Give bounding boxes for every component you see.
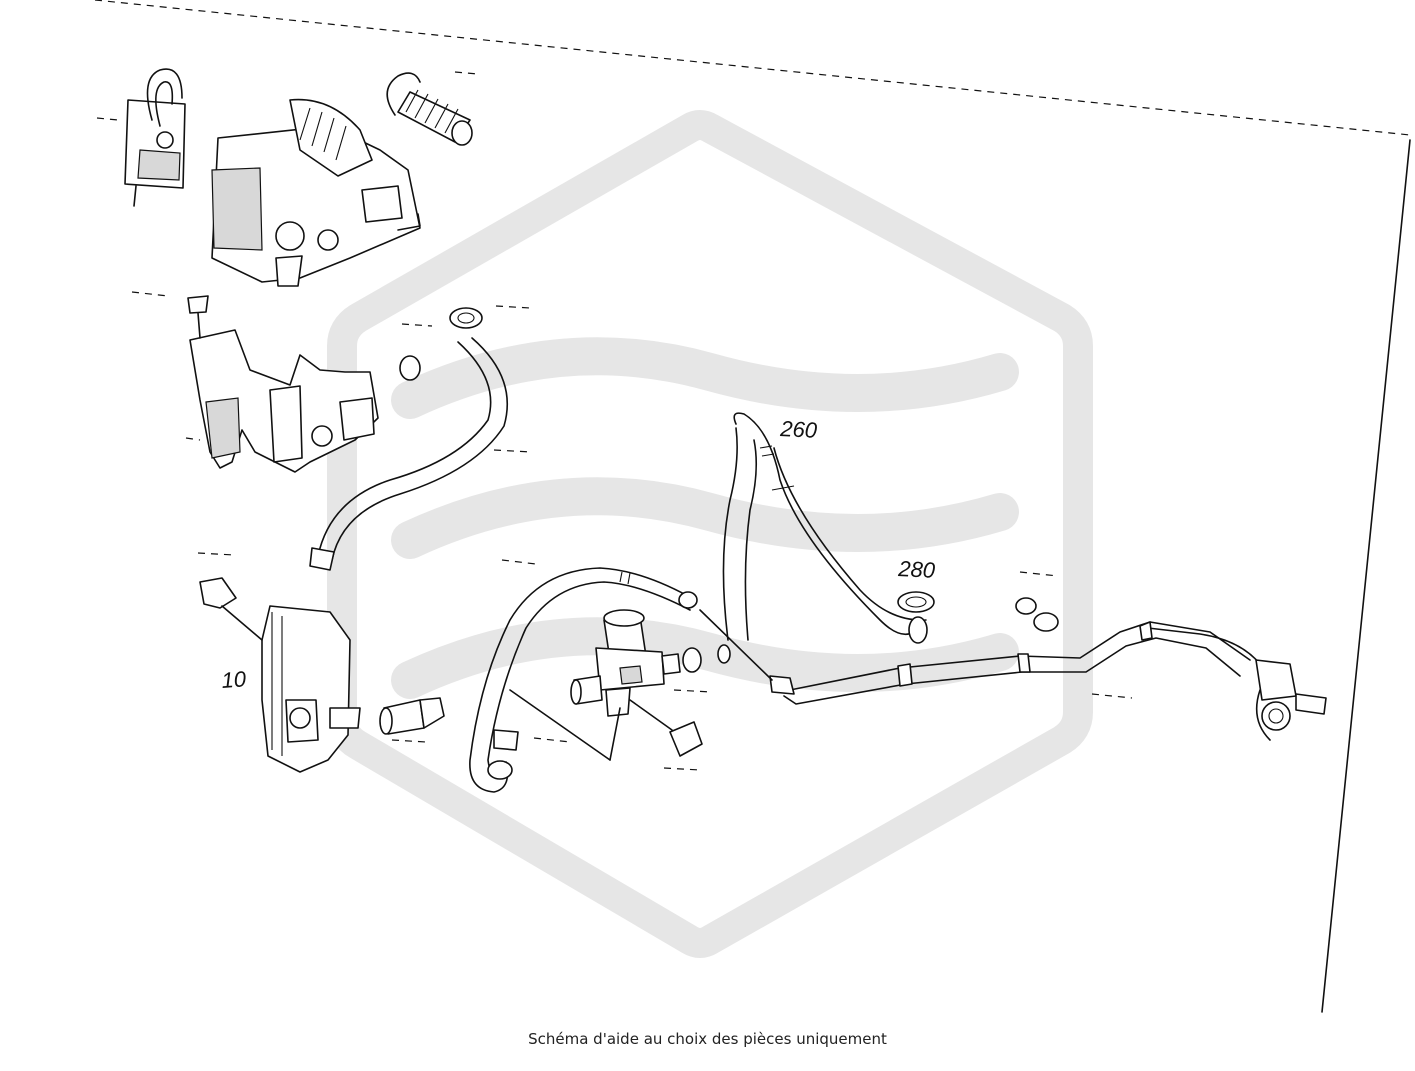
part-label-260: 260 <box>779 416 819 443</box>
valve-leader-lines <box>509 689 673 761</box>
return-pipe-part <box>699 609 1251 705</box>
small-clamps-part <box>678 591 731 673</box>
part-label-10: 10 <box>221 666 248 693</box>
watermark-logo <box>327 110 1093 958</box>
frame-lines <box>94 0 1411 1013</box>
auxiliary-valve-part <box>570 609 681 717</box>
heater-assembly-part <box>211 98 421 287</box>
grommet-part <box>399 323 433 381</box>
part-label-280: 280 <box>897 556 937 583</box>
coolant-hose-260 <box>722 412 928 644</box>
hose-clamps-pair <box>1015 571 1059 632</box>
connector-sleeve-part <box>379 697 445 743</box>
valve-bracket-part <box>663 689 713 771</box>
heater-unit-part <box>197 552 361 773</box>
diagram-caption: Schéma d'aide au choix des pièces unique… <box>528 1030 887 1048</box>
outlet-fitting-part <box>1139 621 1327 741</box>
hose-clamp-part <box>449 305 531 329</box>
mounting-bracket-part <box>131 291 379 473</box>
corrugated-hose-part <box>386 71 479 146</box>
coolant-hose-u-shaped <box>469 559 691 793</box>
hose-clamp-280 <box>897 591 935 613</box>
filter-canister-part <box>96 68 186 207</box>
coolant-hose-upper <box>309 337 533 571</box>
